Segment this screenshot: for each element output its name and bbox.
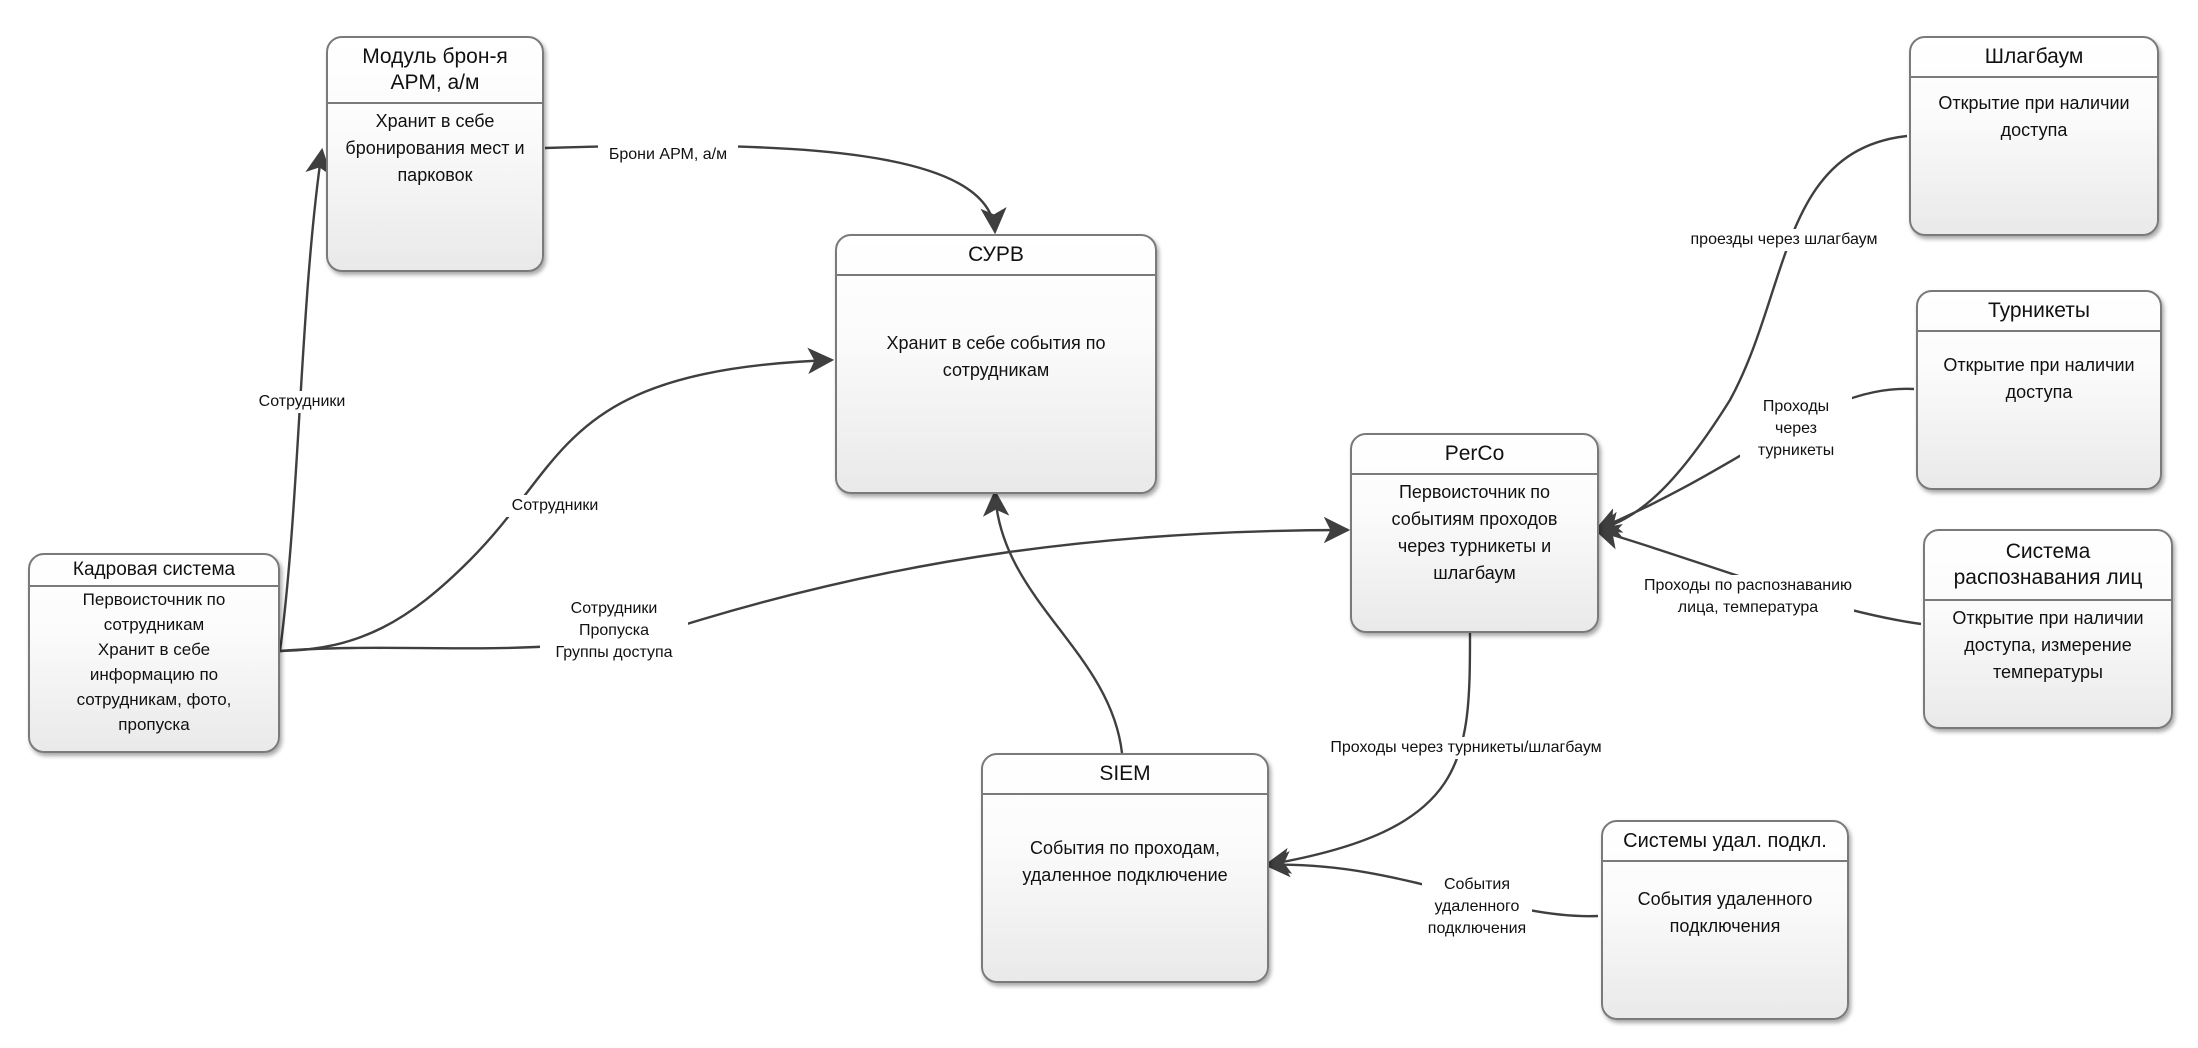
node-barrier-title: Шлагбаум — [1911, 38, 2157, 78]
node-booking-module[interactable]: Модуль брон-я АРМ, а/м Хранит в себе бро… — [326, 36, 544, 272]
node-siem-title: SIEM — [983, 755, 1267, 795]
edge-hr-surv — [279, 347, 835, 653]
node-remote-body: События удаленного подключения — [1637, 889, 1813, 936]
node-perco[interactable]: PerCo Первоисточник по событиям проходов… — [1350, 433, 1599, 633]
node-perco-title: PerCo — [1352, 435, 1597, 475]
node-surv-body: Хранит в себе события по сотрудникам — [886, 333, 1106, 380]
edge-hr-perco — [279, 516, 1351, 653]
node-hr-title: Кадровая система — [30, 555, 278, 587]
node-barrier[interactable]: Шлагбаум Открытие при наличии доступа — [1909, 36, 2159, 236]
edge-label-hr-booking: Сотрудники — [250, 391, 354, 413]
node-face-body: Открытие при наличии доступа, измерение … — [1952, 608, 2144, 682]
node-remote-systems[interactable]: Системы удал. подкл. События удаленного … — [1601, 820, 1849, 1020]
node-surv[interactable]: СУРВ Хранит в себе события по сотрудника… — [835, 234, 1157, 494]
edge-label-remote-siem: События удаленного подключения — [1422, 874, 1532, 940]
node-face-title: Система распознавания лиц — [1925, 531, 2171, 601]
node-siem[interactable]: SIEM События по проходам, удаленное подк… — [981, 753, 1269, 983]
edge-label-hr-perco: Сотрудники Пропуска Группы доступа — [540, 598, 688, 664]
node-hr-body: Первоисточник по сотрудникам Хранит в се… — [76, 590, 232, 734]
edge-label-perco-siem: Проходы через турникеты/шлагбаум — [1310, 737, 1622, 759]
node-booking-title: Модуль брон-я АРМ, а/м — [328, 38, 542, 104]
edge-label-barrier-perco: проезды через шлагбаум — [1684, 229, 1884, 251]
node-turnstiles-body: Открытие при наличии доступа — [1943, 355, 2135, 402]
node-turnstiles[interactable]: Турникеты Открытие при наличии доступа — [1916, 290, 2162, 490]
edge-label-hr-surv: Сотрудники — [503, 495, 607, 517]
node-remote-title: Системы удал. подкл. — [1603, 822, 1847, 862]
edge-siem-surv — [982, 489, 1124, 754]
node-siem-body: События по проходам, удаленное подключен… — [1022, 838, 1228, 885]
node-turnstiles-title: Турникеты — [1918, 292, 2160, 332]
edge-label-face-perco: Проходы по распознаванию лица, температу… — [1642, 575, 1854, 619]
edge-label-booking-surv: Брони АРМ, а/м — [598, 144, 738, 166]
node-barrier-body: Открытие при наличии доступа — [1938, 93, 2130, 140]
edge-perco-siem — [1263, 629, 1472, 874]
node-perco-body: Первоисточник по событиям проходов через… — [1391, 482, 1558, 583]
node-booking-body: Хранит в себе бронирования мест и парков… — [345, 111, 525, 185]
node-surv-title: СУРВ — [837, 236, 1155, 276]
edge-label-turnstiles-perco: Проходы через турникеты — [1740, 396, 1852, 462]
edge-barrier-perco — [1593, 134, 1908, 538]
node-hr-system[interactable]: Кадровая система Первоисточник по сотруд… — [28, 553, 280, 753]
node-face-recognition[interactable]: Система распознавания лиц Открытие при н… — [1923, 529, 2173, 729]
